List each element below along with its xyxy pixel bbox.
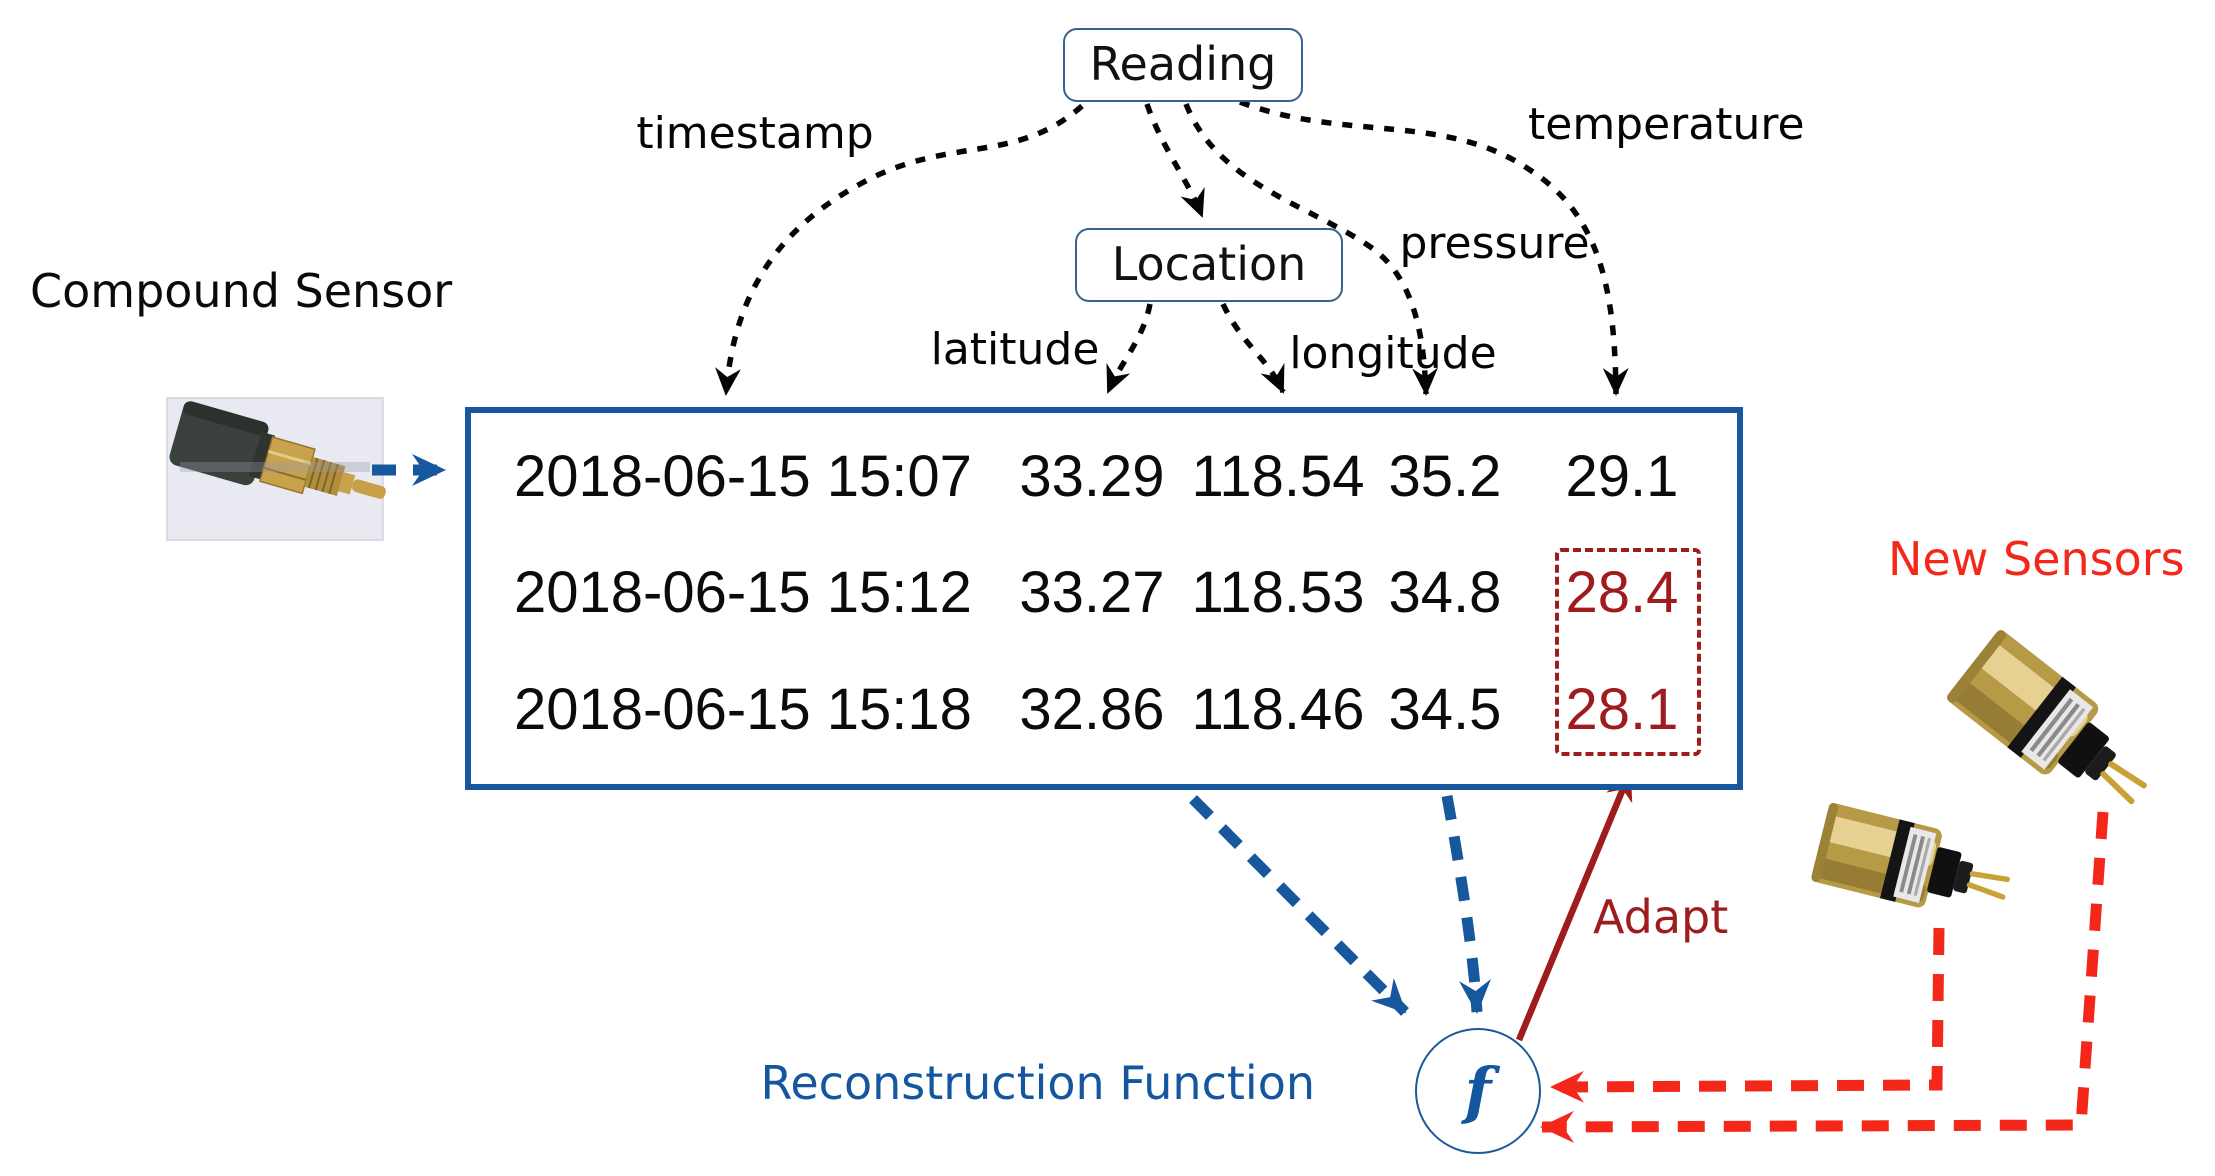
edge-reading-location: [1144, 103, 1205, 218]
cell-pressure: 34.5: [1388, 677, 1502, 742]
table-row: 2018-06-15 15:07 33.29 118.54 35.2 29.1: [0, 448, 2215, 506]
edge-pressure: [1183, 102, 1439, 396]
cell-temperature-highlighted: 28.4: [1565, 560, 1679, 625]
reconstruction-function-node: [1415, 1028, 1541, 1154]
longitude-label: longitude: [1289, 328, 1497, 379]
cell-longitude: 118.46: [1191, 677, 1365, 742]
cell-latitude: 33.27: [1019, 560, 1165, 625]
new-sensor-right-arrow: [1540, 811, 2109, 1143]
readings-table: [465, 407, 1743, 790]
cell-longitude: 118.54: [1191, 444, 1365, 509]
cell-temperature: 29.1: [1565, 444, 1679, 509]
timestamp-label: timestamp: [636, 108, 874, 159]
cell-pressure: 34.8: [1388, 560, 1502, 625]
cell-pressure: 35.2: [1388, 444, 1502, 509]
cell-timestamp: 2018-06-15 15:12: [514, 560, 972, 625]
cell-longitude: 118.53: [1191, 560, 1365, 625]
cell-latitude: 32.86: [1019, 677, 1165, 742]
table-to-function-arrow-right: [1441, 795, 1491, 1014]
compound-sensor-label: Compound Sensor: [30, 264, 453, 318]
cell-temperature-highlighted: 28.1: [1565, 677, 1679, 742]
function-symbol: f: [1464, 1054, 1492, 1127]
cell-timestamp: 2018-06-15 15:18: [514, 677, 972, 742]
new-sensor-left-arrow: [1550, 927, 1945, 1103]
new-sensor-image-bottom: [1811, 802, 2010, 908]
location-node: Location: [1075, 228, 1343, 302]
reading-node: Reading: [1063, 28, 1303, 102]
temperature-label: temperature: [1528, 99, 1805, 150]
table-row: 2018-06-15 15:18 32.86 118.46 34.5 28.1: [0, 681, 2215, 739]
adapt-label: Adapt: [1593, 890, 1729, 944]
edge-latitude: [1105, 303, 1153, 394]
cell-latitude: 33.29: [1019, 444, 1165, 509]
cell-timestamp: 2018-06-15 15:07: [514, 444, 972, 509]
pressure-label: pressure: [1399, 218, 1590, 269]
reconstruction-function-label: Reconstruction Function: [760, 1056, 1315, 1110]
edge-timestamp: [715, 103, 1084, 396]
new-sensor-image-top: [1947, 630, 2147, 805]
compound-sensor-image: [166, 397, 386, 541]
latitude-label: latitude: [930, 324, 1100, 375]
edge-temperature: [1239, 99, 1629, 396]
table-to-function-arrow-left: [1189, 795, 1409, 1016]
edge-longitude: [1220, 302, 1286, 394]
new-sensors-label: New Sensors: [1888, 532, 2185, 586]
table-row: 2018-06-15 15:12 33.27 118.53 34.8 28.4: [0, 564, 2215, 622]
temperature-highlight-box: [1555, 548, 1701, 756]
adapt-arrow: [1515, 770, 1634, 1042]
